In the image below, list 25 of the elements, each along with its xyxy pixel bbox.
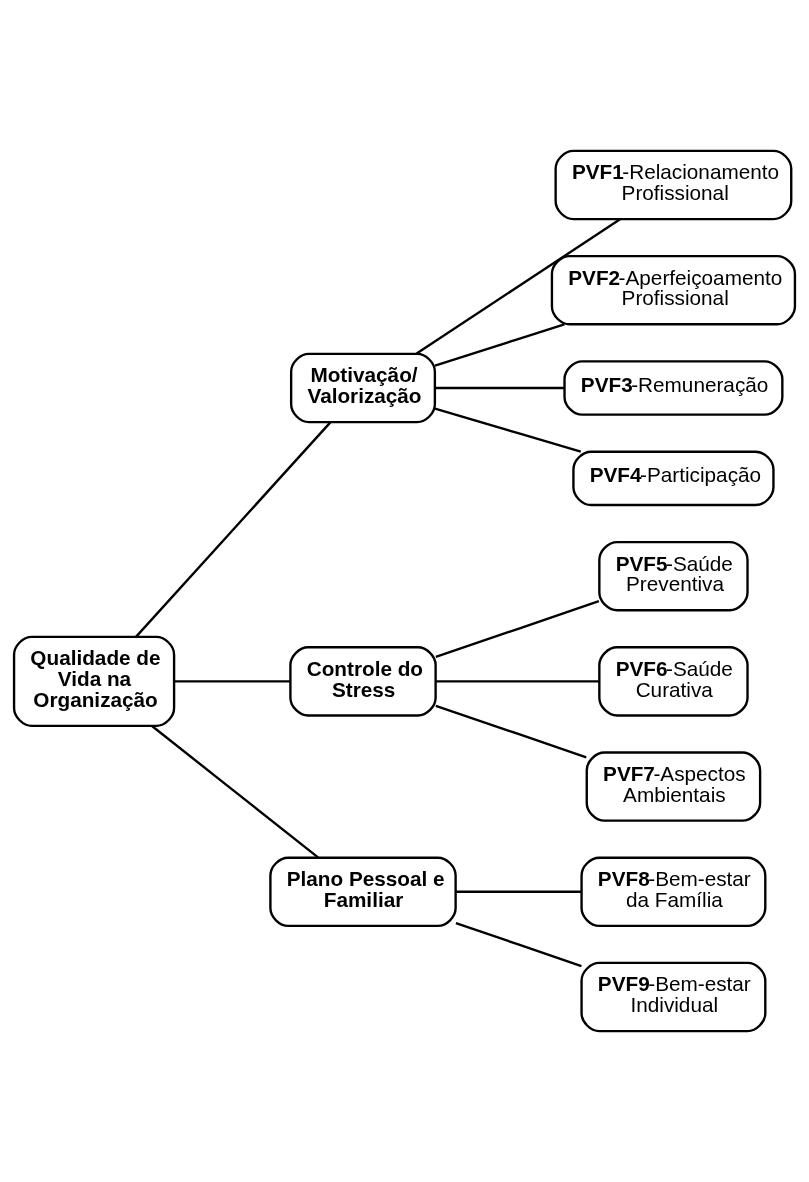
connector	[455, 921, 582, 968]
connector	[174, 680, 290, 683]
node-box: Qualidade de Vida na Organização	[12, 635, 176, 728]
node-box: Controle do Stress	[289, 646, 437, 717]
connector	[434, 407, 582, 453]
node-box: PVF3-Remuneração	[563, 360, 784, 416]
connector	[151, 725, 320, 859]
node-box: PVF9-Bem-estar Individual	[580, 961, 767, 1033]
node-box: PVF5-Saúde Preventiva	[598, 540, 749, 612]
node-box: Plano Pessoal e Familiar	[269, 856, 457, 928]
node-box: Motivação/ Valorização	[289, 352, 437, 424]
node-box: PVF8-Bem-estar da Família	[580, 856, 767, 928]
connector	[455, 890, 582, 893]
connector	[135, 421, 332, 638]
node-box: PVF6-Saúde Curativa	[598, 646, 749, 717]
connector	[435, 704, 587, 759]
connector	[435, 680, 599, 683]
connector	[435, 386, 565, 390]
node-box: PVF2-Aperfeiçoamento Profissional	[550, 254, 797, 326]
node-box: PVF7-Aspectos Ambientais	[585, 751, 762, 822]
connector	[416, 218, 621, 355]
connector	[435, 600, 600, 659]
connector	[434, 323, 565, 367]
node-box: PVF4-Participação	[572, 450, 775, 507]
node-box: PVF1-Relacionamento Profissional	[554, 149, 793, 221]
